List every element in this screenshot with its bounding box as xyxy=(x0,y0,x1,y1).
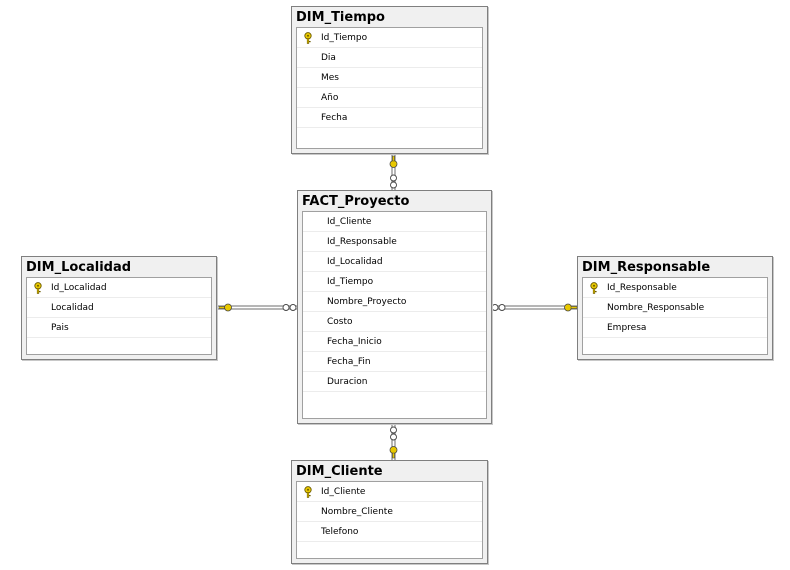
column-name: Telefono xyxy=(321,527,359,537)
column-name: Id_Tiempo xyxy=(321,33,368,43)
key-connector-icon xyxy=(389,446,398,459)
column-name: Nombre_Cliente xyxy=(321,507,393,517)
column-name: Fecha_Fin xyxy=(327,357,371,367)
column-row[interactable]: Pais xyxy=(27,318,211,338)
column-name: Nombre_Responsable xyxy=(607,303,705,313)
column-row[interactable]: Id_Cliente xyxy=(303,212,486,232)
column-row[interactable]: Nombre_Proyecto xyxy=(303,292,486,312)
table-title: DIM_Tiempo xyxy=(296,10,385,25)
key-icon xyxy=(303,32,313,44)
column-name: Id_Responsable xyxy=(327,237,397,247)
empty-row xyxy=(297,128,482,148)
column-name: Fecha_Inicio xyxy=(327,337,382,347)
infinity-connector-icon xyxy=(491,304,506,311)
column-row[interactable]: Mes xyxy=(297,68,482,88)
column-name: Dia xyxy=(321,53,336,63)
column-row[interactable]: Nombre_Cliente xyxy=(297,502,482,522)
column-row[interactable]: Localidad xyxy=(27,298,211,318)
column-row[interactable]: Fecha_Inicio xyxy=(303,332,486,352)
column-row[interactable]: Id_Tiempo xyxy=(303,272,486,292)
infinity-connector-icon xyxy=(390,174,397,189)
infinity-connector-icon xyxy=(390,426,397,441)
column-row[interactable]: Dia xyxy=(297,48,482,68)
column-row[interactable]: Id_Tiempo xyxy=(297,28,482,48)
column-name: Nombre_Proyecto xyxy=(327,297,407,307)
column-name: Localidad xyxy=(51,303,94,313)
column-name: Mes xyxy=(321,73,339,83)
relationship-fact-responsable[interactable] xyxy=(490,303,578,312)
key-connector-icon xyxy=(389,155,398,168)
column-row[interactable]: Id_Localidad xyxy=(303,252,486,272)
empty-row xyxy=(27,338,211,358)
empty-row xyxy=(297,542,482,562)
key-icon xyxy=(303,486,313,498)
table-title: DIM_Localidad xyxy=(26,260,132,275)
empty-row xyxy=(303,392,486,412)
relationship-fact-tiempo[interactable] xyxy=(389,154,398,194)
column-row[interactable]: Duracion xyxy=(303,372,486,392)
column-row[interactable]: Año xyxy=(297,88,482,108)
key-connector-icon xyxy=(218,303,232,312)
relationship-fact-localidad[interactable] xyxy=(216,303,298,312)
column-name: Costo xyxy=(327,317,353,327)
column-row[interactable]: Nombre_Responsable xyxy=(583,298,767,318)
column-name: Id_Cliente xyxy=(321,487,366,497)
column-row[interactable]: Telefono xyxy=(297,522,482,542)
column-row[interactable]: Id_Responsable xyxy=(583,278,767,298)
column-row[interactable]: Id_Responsable xyxy=(303,232,486,252)
column-name: Id_Cliente xyxy=(327,217,372,227)
column-row[interactable]: Fecha_Fin xyxy=(303,352,486,372)
infinity-connector-icon xyxy=(282,304,297,311)
column-row[interactable]: Id_Localidad xyxy=(27,278,211,298)
key-icon xyxy=(589,282,599,294)
table-title: DIM_Cliente xyxy=(296,464,383,479)
key-connector-icon xyxy=(564,303,578,312)
column-row[interactable]: Empresa xyxy=(583,318,767,338)
column-name: Fecha xyxy=(321,113,348,123)
column-name: Empresa xyxy=(607,323,647,333)
column-row[interactable]: Costo xyxy=(303,312,486,332)
column-row[interactable]: Id_Cliente xyxy=(297,482,482,502)
column-name: Año xyxy=(321,93,339,103)
column-name: Id_Tiempo xyxy=(327,277,374,287)
column-name: Id_Localidad xyxy=(327,257,383,267)
relationship-fact-cliente[interactable] xyxy=(389,424,398,462)
column-name: Id_Responsable xyxy=(607,283,677,293)
column-name: Id_Localidad xyxy=(51,283,107,293)
column-name: Pais xyxy=(51,323,69,333)
column-row[interactable]: Fecha xyxy=(297,108,482,128)
empty-row xyxy=(583,338,767,358)
column-name: Duracion xyxy=(327,377,368,387)
table-title: FACT_Proyecto xyxy=(302,194,410,209)
key-icon xyxy=(33,282,43,294)
table-title: DIM_Responsable xyxy=(582,260,711,275)
